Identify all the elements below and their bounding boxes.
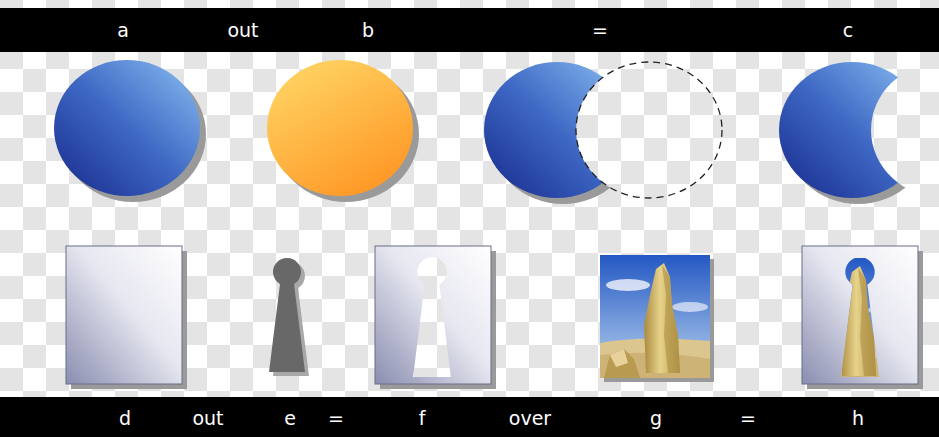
operator-label: e [284,409,296,428]
operator-label: over [509,409,551,428]
operator-label: = [328,409,344,428]
bottom-bar [0,397,939,437]
operator-label: d [119,409,131,428]
operator-label: out [192,409,223,428]
operator-label: g [650,409,662,428]
card-with-photo-keyhole [796,246,923,389]
top-bar [0,8,939,52]
keyhole-shape [269,258,309,376]
landscape-photo [600,255,714,382]
operator-label: = [740,409,756,428]
gradient-card [66,246,187,389]
operator-label: f [419,409,426,428]
blue-disc [54,60,206,202]
operator-label: out [227,21,258,40]
dashed-outline [576,62,722,198]
operator-label: b [362,21,374,40]
operator-label: h [852,409,864,428]
operator-label: a [117,21,129,40]
card-with-keyhole [375,246,496,389]
orange-disc [267,60,419,202]
operator-label: = [592,21,608,40]
operator-label: c [843,21,853,40]
blue-crescent [484,62,636,204]
blue-crescent [779,62,931,204]
